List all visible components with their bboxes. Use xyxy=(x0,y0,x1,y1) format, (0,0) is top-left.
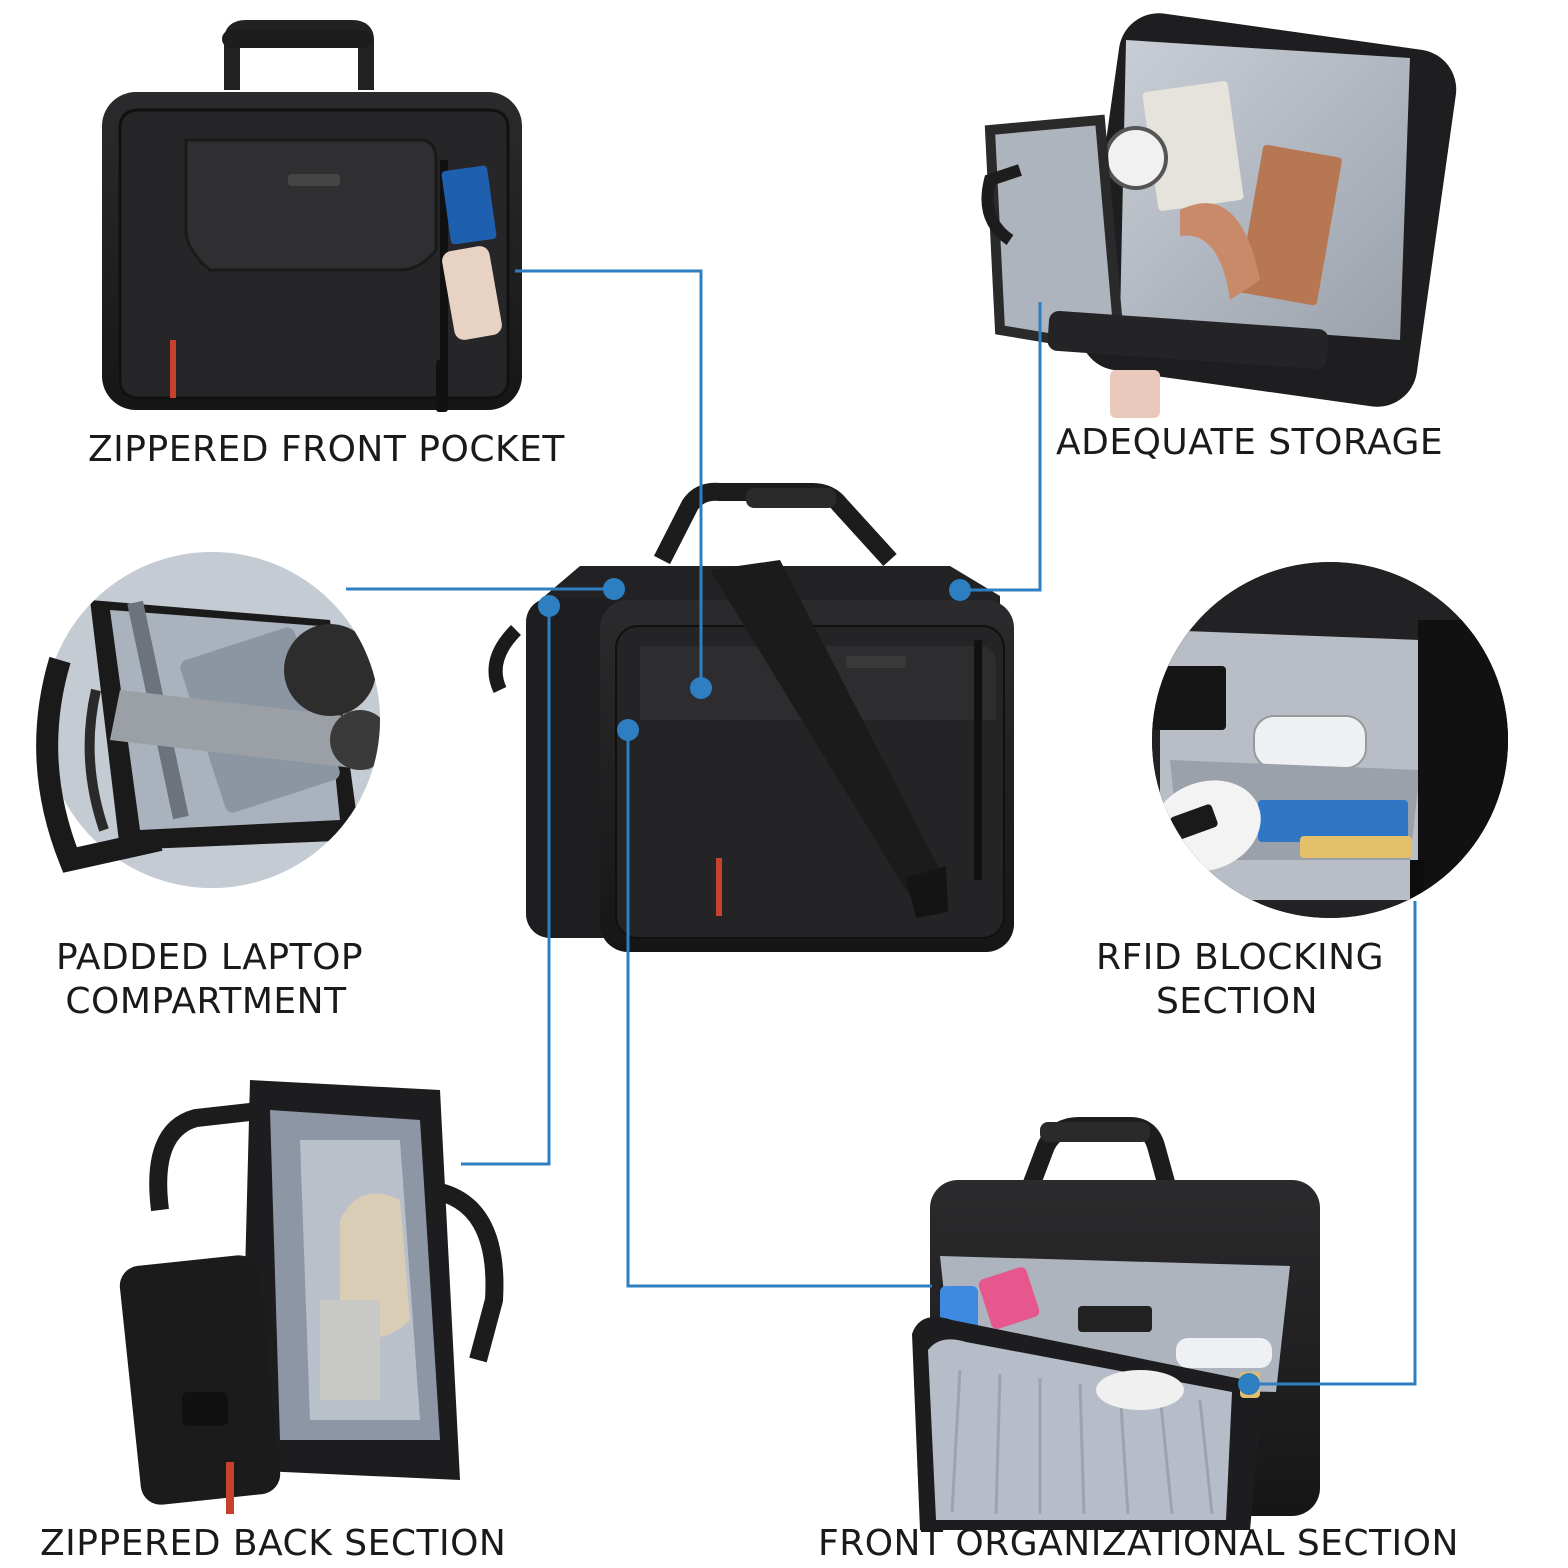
callout-front-pocket xyxy=(515,269,703,688)
callout-lines xyxy=(346,269,1417,1386)
front-org-photo xyxy=(912,1117,1320,1530)
label-laptop-line1: PADDED LAPTOP xyxy=(56,937,364,978)
label-back: ZIPPERED BACK SECTION xyxy=(40,1522,507,1566)
callout-back xyxy=(461,606,551,1166)
label-laptop-line2: COMPARTMENT xyxy=(65,981,347,1022)
label-front-org-line1: FRONT ORGANIZATIONAL SECTION xyxy=(818,1523,1459,1564)
dot-rfid xyxy=(1238,1373,1260,1395)
dot-laptop xyxy=(603,578,625,600)
label-back-line1: ZIPPERED BACK SECTION xyxy=(40,1523,507,1564)
label-storage: ADEQUATE STORAGE xyxy=(1056,421,1444,465)
callout-storage xyxy=(960,302,1042,592)
label-rfid-line2: SECTION xyxy=(1155,981,1319,1022)
label-front-pocket-line1: ZIPPERED FRONT POCKET xyxy=(88,429,565,470)
callout-dots xyxy=(538,578,1260,1395)
label-storage-line1: ADEQUATE STORAGE xyxy=(1056,422,1444,463)
front-pocket-bag-photo xyxy=(102,20,522,412)
storage-bag-photo xyxy=(981,13,1457,418)
label-laptop: PADDED LAPTOP COMPARTMENT xyxy=(56,936,364,1024)
dot-back xyxy=(538,595,560,617)
label-front-org: FRONT ORGANIZATIONAL SECTION xyxy=(818,1522,1459,1566)
label-front-pocket: ZIPPERED FRONT POCKET xyxy=(88,428,565,472)
main-bag-photo xyxy=(488,482,1014,952)
laptop-compartment-photo xyxy=(36,552,380,888)
dot-front-pocket xyxy=(690,677,712,699)
label-rfid: RFID BLOCKING SECTION xyxy=(1096,936,1384,1024)
label-rfid-line1: RFID BLOCKING xyxy=(1096,937,1384,978)
dot-storage xyxy=(949,579,971,601)
rfid-section-photo xyxy=(1152,562,1508,918)
dot-front-org xyxy=(617,719,639,741)
back-section-photo xyxy=(119,1080,504,1514)
callout-rfid xyxy=(1249,901,1417,1386)
callout-front-org xyxy=(626,730,932,1288)
